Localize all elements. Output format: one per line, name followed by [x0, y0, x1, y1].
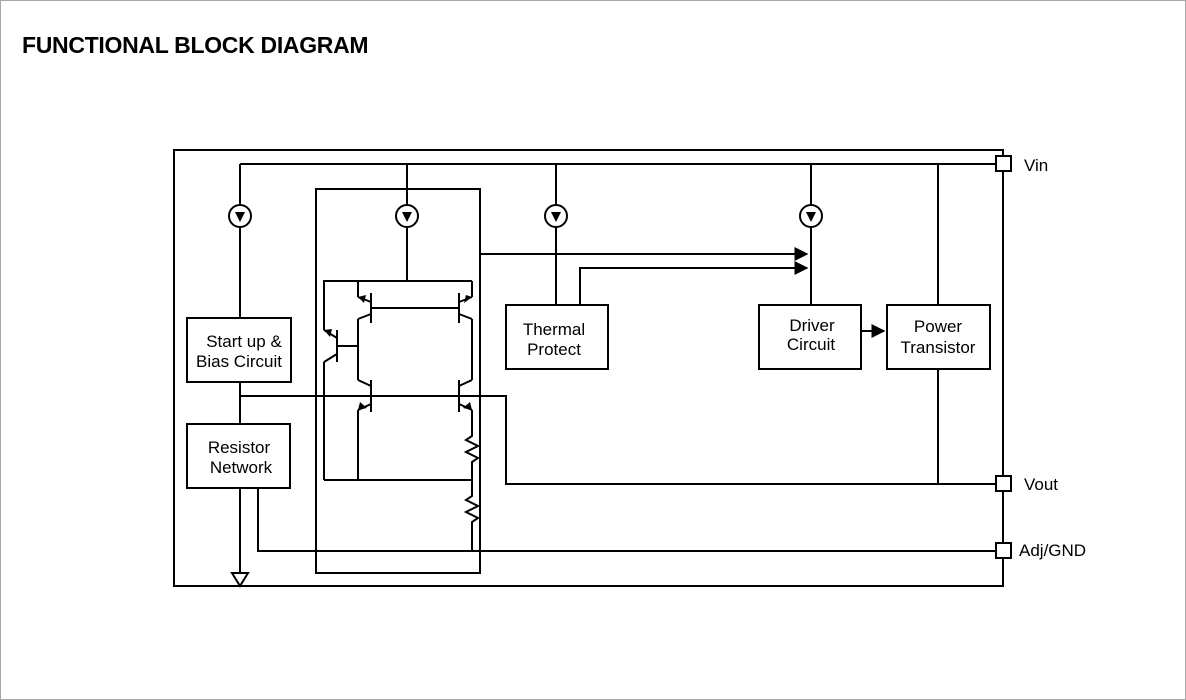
wire [323, 280, 358, 330]
resistor-label-line1: Resistor [208, 438, 271, 457]
wire [257, 488, 996, 552]
resistor-label-line2: Network [210, 458, 273, 477]
thermal-label-line2: Protect [527, 340, 581, 359]
arrow [579, 261, 809, 305]
wire [458, 379, 473, 387]
wire [357, 313, 372, 320]
wire [323, 353, 338, 363]
error-amplifier-box [315, 188, 481, 574]
emitter-arrow-icon [324, 329, 332, 337]
driver-circuit-block [758, 304, 862, 370]
current-arrow-icon [235, 212, 245, 222]
ground-icon [230, 572, 250, 588]
resistor-icon [463, 430, 481, 466]
adj-gnd-label: Adj/GND [1019, 541, 1086, 560]
resistor-network-block [186, 423, 291, 489]
thermal-label-line1: Thermal [523, 320, 585, 339]
wire [458, 313, 473, 320]
driver-label-line1: Driver [789, 316, 835, 335]
vin-pin [995, 155, 1012, 172]
wire [240, 395, 996, 485]
vout-label: Vout [1024, 475, 1058, 494]
startup-label-line2: Bias Circuit [196, 352, 282, 371]
power-transistor-block [886, 304, 991, 370]
power-label-line2: Transistor [901, 338, 976, 357]
adj-gnd-pin [995, 542, 1012, 559]
current-arrow-icon [806, 212, 816, 222]
wire [357, 379, 372, 387]
emitter-arrow-icon [358, 402, 367, 410]
emitter-arrow-icon [464, 295, 472, 303]
driver-label-line2: Circuit [787, 335, 835, 354]
power-label-line1: Power [914, 317, 963, 336]
current-arrow-icon [402, 212, 412, 222]
emitter-arrow-icon [463, 402, 472, 410]
thermal-protect-block [505, 304, 609, 370]
current-arrow-icon [551, 212, 561, 222]
diagram-title: FUNCTIONAL BLOCK DIAGRAM [22, 32, 369, 58]
vin-label: Vin [1024, 156, 1048, 175]
emitter-arrow-icon [358, 295, 366, 303]
startup-label-line1: Start up & [206, 332, 282, 351]
resistor-icon [463, 490, 481, 526]
vout-pin [995, 475, 1012, 492]
